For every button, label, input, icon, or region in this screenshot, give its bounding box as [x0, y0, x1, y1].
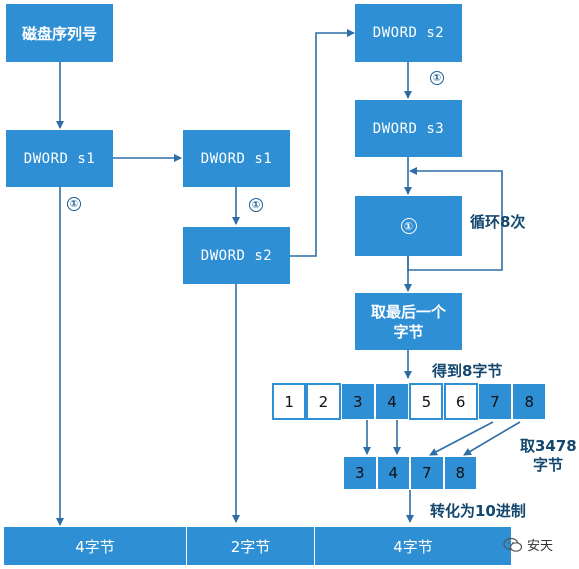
byte-cell: 1 — [272, 383, 307, 420]
dword-s1-label: DWORD s1 — [23, 150, 96, 167]
take-last-line2: 字节 — [393, 322, 424, 341]
arrow-pick-7 — [429, 421, 494, 456]
watermark-text: 安天 — [527, 539, 554, 554]
wechat-icon — [503, 537, 523, 552]
picked-byte-cell: 3 — [343, 456, 377, 490]
dword-s2-box-top: DWORD s2 — [355, 4, 462, 62]
picked-byte-cell: 8 — [443, 456, 477, 490]
byte-cell: 7 — [477, 383, 513, 420]
pick-bytes-label-line2: 字节 — [533, 456, 564, 474]
take-last-byte-box: 取最后一个 字节 — [355, 293, 462, 350]
arrow-s2-to-top-s2 — [290, 29, 355, 257]
dword-s1-label: DWORD s1 — [200, 150, 273, 167]
dword-s2-box: DWORD s2 — [183, 227, 290, 284]
bar-segment-4-bytes: 4字节 — [4, 527, 186, 565]
arrow-pick-8 — [463, 421, 521, 456]
byte-cell: 2 — [306, 383, 341, 420]
byte-cell: 5 — [409, 383, 444, 420]
dword-s2-label: DWORD s2 — [200, 247, 273, 264]
take-last-line1: 取最后一个 — [370, 302, 446, 321]
bar-segment-label: 4字节 — [75, 537, 115, 556]
byte-cell: 6 — [443, 383, 478, 420]
bar-segment-label: 2字节 — [230, 537, 271, 556]
loop-step-marker: ① — [400, 218, 417, 234]
loop-label: 循环8次 — [470, 213, 526, 231]
serial-number-label: 磁盘序列号 — [21, 24, 97, 43]
bar-segment-label: 4字节 — [393, 537, 433, 556]
bar-segment-2-bytes: 2字节 — [187, 527, 314, 565]
byte-cell: 4 — [374, 383, 410, 420]
step-marker: ① — [430, 71, 444, 85]
watermark: 安天 — [503, 535, 553, 554]
picked-byte-cell: 7 — [410, 456, 444, 490]
convert-label: 转化为10进制 — [430, 502, 526, 520]
byte-cell: 3 — [340, 383, 375, 420]
dword-s2-label: DWORD s2 — [372, 25, 445, 41]
bar-segment-4-bytes-right: 4字节 — [315, 527, 511, 565]
dword-s3-box: DWORD s3 — [355, 100, 462, 157]
loop-step-box: ① — [355, 196, 462, 256]
dword-s3-label: DWORD s3 — [372, 120, 445, 137]
byte-cell: 8 — [512, 383, 547, 420]
picked-byte-cell: 4 — [376, 456, 410, 490]
step-marker: ① — [67, 197, 81, 211]
dword-s1-box-left: DWORD s1 — [6, 130, 113, 187]
serial-number-box: 磁盘序列号 — [6, 4, 113, 62]
pick-bytes-label-line1: 取3478 — [520, 437, 577, 455]
dword-s1-box-middle: DWORD s1 — [183, 130, 290, 187]
get-bytes-label: 得到8字节 — [432, 362, 503, 380]
step-marker: ① — [249, 198, 263, 212]
